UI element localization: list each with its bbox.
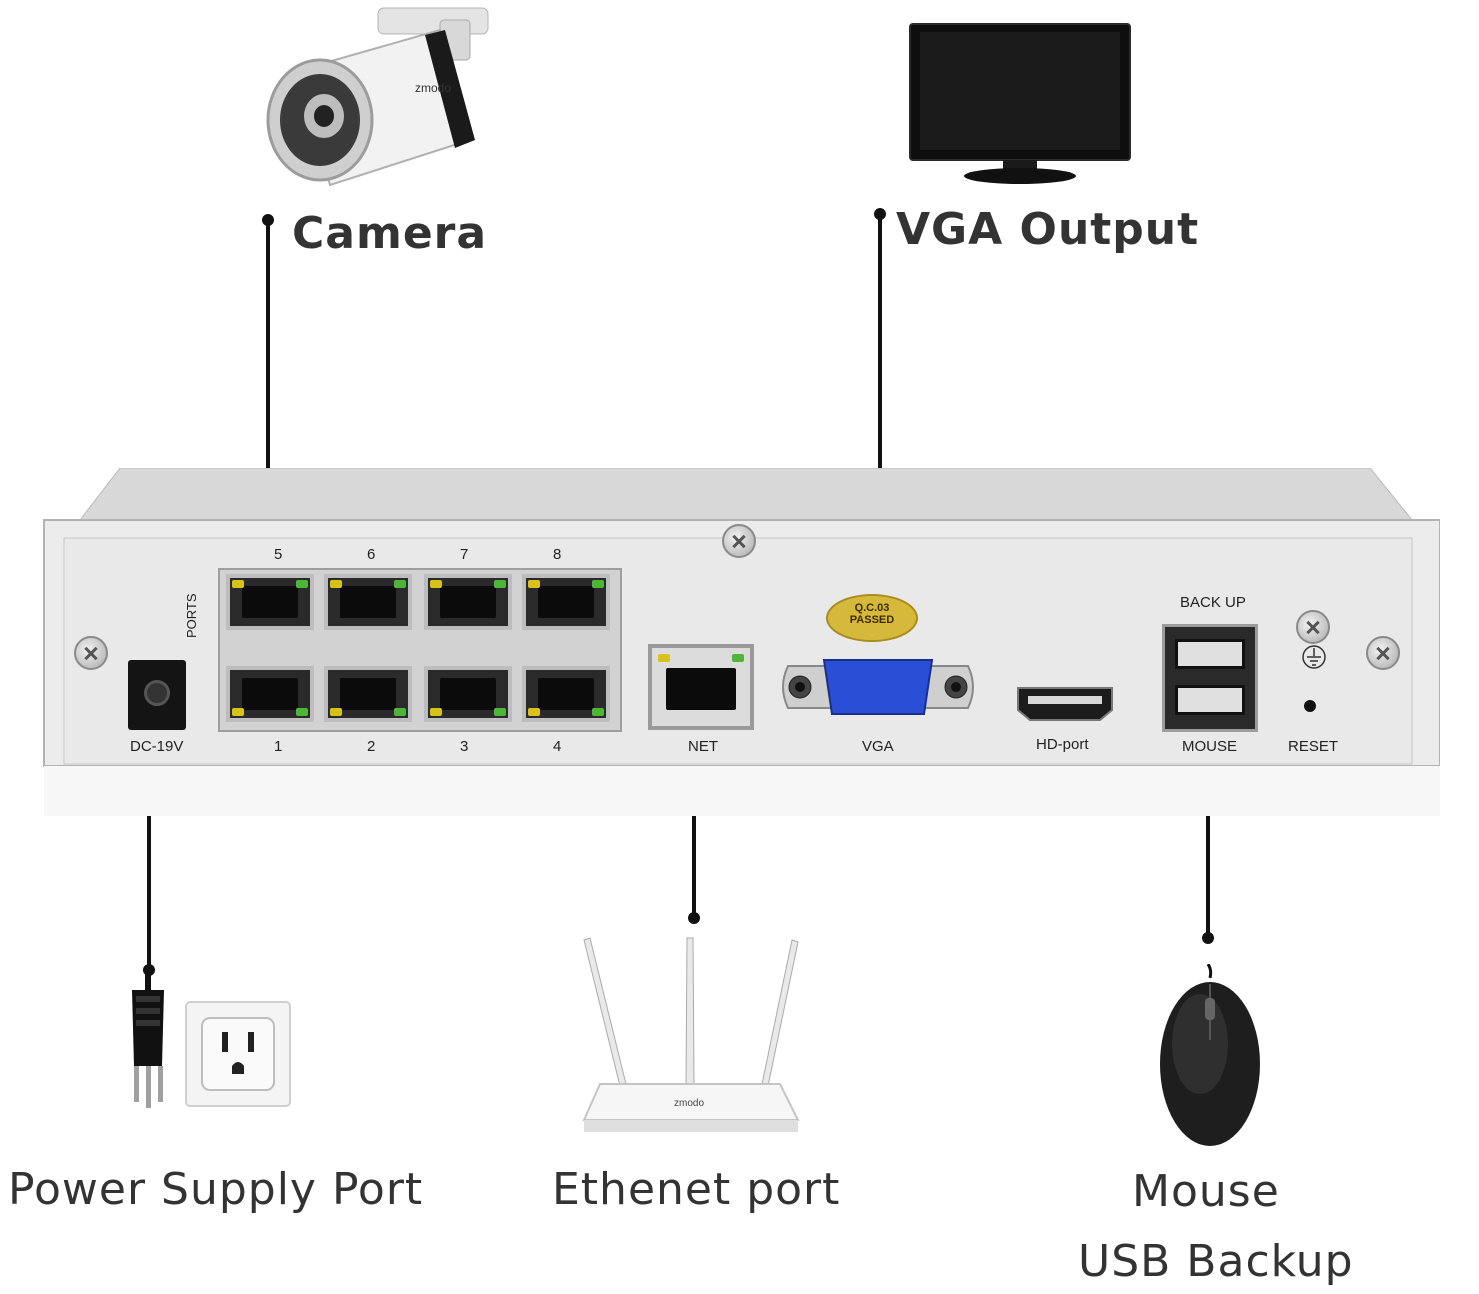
poe-port-2[interactable] xyxy=(324,666,412,722)
ethernet-leader-dot xyxy=(688,912,700,924)
mouse-port-label: MOUSE xyxy=(1182,738,1238,755)
monitor-icon xyxy=(908,22,1132,186)
ports-vertical-label: PORTS xyxy=(184,593,199,638)
power-leader-line xyxy=(147,780,151,970)
poe-port-7[interactable] xyxy=(424,574,512,630)
poe-port-1[interactable] xyxy=(226,666,314,722)
backup-label: BACK UP xyxy=(1180,594,1246,611)
ethernet-leader-line xyxy=(692,780,696,918)
poe-port-3[interactable] xyxy=(424,666,512,722)
router-brand-logo: zmodo xyxy=(674,1098,704,1109)
reset-label: RESET xyxy=(1288,738,1339,755)
screw-top-center xyxy=(722,524,756,558)
port-number-6: 6 xyxy=(367,546,376,563)
dc-power-jack[interactable] xyxy=(128,660,186,730)
port-number-3: 3 xyxy=(460,738,469,755)
usb-port-backup[interactable] xyxy=(1175,639,1245,669)
qc-sticker-line2: PASSED xyxy=(849,614,895,626)
port-number-5: 5 xyxy=(274,546,283,563)
camera-brand-logo: zmodo xyxy=(415,81,451,95)
port-number-2: 2 xyxy=(367,738,376,755)
ethernet-port-label: Ethenet port xyxy=(552,1164,841,1215)
power-plug-outlet-icon xyxy=(118,966,298,1116)
port-number-8: 8 xyxy=(553,546,562,563)
usb-backup-label: USB Backup xyxy=(1078,1236,1354,1287)
screw-right xyxy=(1366,636,1400,670)
port-number-1: 1 xyxy=(274,738,283,755)
poe-port-5[interactable] xyxy=(226,574,314,630)
ground-symbol-icon xyxy=(1302,644,1326,670)
hd-port[interactable] xyxy=(1016,686,1114,722)
qc-passed-sticker: Q.C.03 PASSED xyxy=(826,594,918,642)
mouse-leader-line xyxy=(1206,780,1210,936)
net-label: NET xyxy=(688,738,718,755)
vga-leader-line xyxy=(878,214,882,650)
dc-jack-hole xyxy=(144,680,170,706)
qc-sticker-line1: Q.C.03 xyxy=(854,602,890,614)
port-number-7: 7 xyxy=(460,546,469,563)
screw-left xyxy=(74,636,108,670)
usb-port-stack[interactable] xyxy=(1162,624,1258,732)
dc-label: DC-19V xyxy=(130,738,184,755)
camera-label: Camera xyxy=(292,208,488,259)
poe-port-8[interactable] xyxy=(522,574,610,630)
vga-label: VGA xyxy=(862,738,894,755)
vga-port[interactable] xyxy=(778,656,978,718)
mouse-label: Mouse xyxy=(1132,1166,1280,1217)
vga-output-label: VGA Output xyxy=(896,204,1200,255)
hd-port-label: HD-port xyxy=(1036,736,1089,753)
poe-port-6[interactable] xyxy=(324,574,412,630)
port-number-4: 4 xyxy=(553,738,562,755)
bullet-camera-icon: zmodo xyxy=(260,0,500,190)
wifi-router-icon: zmodo xyxy=(570,934,810,1144)
power-supply-label: Power Supply Port xyxy=(8,1164,424,1215)
mouse-icon xyxy=(1150,963,1270,1150)
screw-ground xyxy=(1296,610,1330,644)
reset-button[interactable] xyxy=(1304,700,1316,712)
poe-port-4[interactable] xyxy=(522,666,610,722)
mouse-leader-dot xyxy=(1202,932,1214,944)
usb-port-mouse[interactable] xyxy=(1175,685,1245,715)
camera-leader-line xyxy=(266,220,270,542)
net-port[interactable] xyxy=(648,644,754,730)
